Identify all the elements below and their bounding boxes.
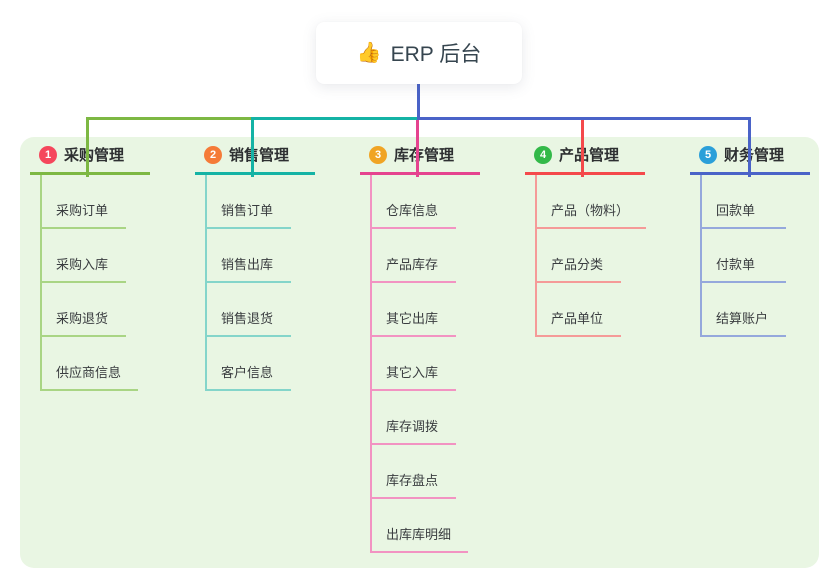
child-item[interactable]: 销售出库 <box>207 229 291 283</box>
branch-children-product: 产品（物料） 产品分类 产品单位 <box>535 175 647 337</box>
child-item[interactable]: 采购退货 <box>42 283 126 337</box>
branch-inventory: 3 库存管理 仓库信息 产品库存 其它出库 其它入库 库存调拨 库存盘点 出库库… <box>360 137 512 553</box>
child-item[interactable]: 库存调拨 <box>372 391 456 445</box>
branch-label: 财务管理 <box>724 147 785 164</box>
child-item[interactable]: 其它出库 <box>372 283 456 337</box>
child-item[interactable]: 销售退货 <box>207 283 291 337</box>
branch-label: 采购管理 <box>64 147 125 164</box>
branch-finance: 5 财务管理 回款单 付款单 结算账户 <box>690 137 839 337</box>
branch-title-product[interactable]: 4 产品管理 <box>525 137 645 175</box>
child-item[interactable]: 产品分类 <box>537 229 621 283</box>
child-item[interactable]: 库存盘点 <box>372 445 456 499</box>
root-node[interactable]: 👍 ERP 后台 <box>316 22 522 84</box>
branch-drop-finance <box>748 117 751 177</box>
branch-purchase: 1 采购管理 采购订单 采购入库 采购退货 供应商信息 <box>30 137 182 391</box>
child-item[interactable]: 采购订单 <box>42 175 126 229</box>
branch-number-badge: 4 <box>534 145 552 164</box>
branch-title-purchase[interactable]: 1 采购管理 <box>30 137 150 175</box>
root-stem-line <box>417 84 420 120</box>
branch-title-inventory[interactable]: 3 库存管理 <box>360 137 480 175</box>
branch-product: 4 产品管理 产品（物料） 产品分类 产品单位 <box>525 137 677 337</box>
child-item[interactable]: 销售订单 <box>207 175 291 229</box>
root-title: ERP 后台 <box>390 43 482 66</box>
child-item[interactable]: 采购入库 <box>42 229 126 283</box>
branches-panel: 1 采购管理 采购订单 采购入库 采购退货 供应商信息 2 销售管理 销售订单 … <box>20 137 819 568</box>
child-item[interactable]: 产品库存 <box>372 229 456 283</box>
branch-number-badge: 5 <box>699 145 717 164</box>
child-item[interactable]: 结算账户 <box>702 283 786 337</box>
branch-drop-product <box>581 120 584 177</box>
branch-drop-purchase <box>86 117 89 177</box>
child-item[interactable]: 付款单 <box>702 229 786 283</box>
branch-title-sales[interactable]: 2 销售管理 <box>195 137 315 175</box>
branch-number-badge: 3 <box>369 145 387 164</box>
branch-label: 产品管理 <box>559 147 620 164</box>
child-item[interactable]: 供应商信息 <box>42 337 139 391</box>
branch-label: 库存管理 <box>394 147 455 164</box>
child-item[interactable]: 产品单位 <box>537 283 621 337</box>
branch-children-finance: 回款单 付款单 结算账户 <box>700 175 786 337</box>
child-item[interactable]: 客户信息 <box>207 337 291 391</box>
child-item[interactable]: 产品（物料） <box>537 175 647 229</box>
child-item[interactable]: 仓库信息 <box>372 175 456 229</box>
connector-segment-green <box>86 117 253 120</box>
branch-children-sales: 销售订单 销售出库 销售退货 客户信息 <box>205 175 291 391</box>
branch-drop-sales <box>251 117 254 177</box>
child-item[interactable]: 其它入库 <box>372 337 456 391</box>
branch-children-purchase: 采购订单 采购入库 采购退货 供应商信息 <box>40 175 139 391</box>
child-item[interactable]: 回款单 <box>702 175 786 229</box>
branch-drop-inventory <box>416 120 419 177</box>
branch-sales: 2 销售管理 销售订单 销售出库 销售退货 客户信息 <box>195 137 347 391</box>
connector-segment-teal <box>253 117 417 120</box>
branch-number-badge: 2 <box>204 145 222 164</box>
child-item[interactable]: 出库库明细 <box>372 499 469 553</box>
branch-number-badge: 1 <box>39 145 57 164</box>
branch-label: 销售管理 <box>229 147 290 164</box>
thumbs-up-icon: 👍 <box>356 42 382 64</box>
branch-children-inventory: 仓库信息 产品库存 其它出库 其它入库 库存调拨 库存盘点 出库库明细 <box>370 175 469 553</box>
connector-segment-blue <box>417 117 751 120</box>
